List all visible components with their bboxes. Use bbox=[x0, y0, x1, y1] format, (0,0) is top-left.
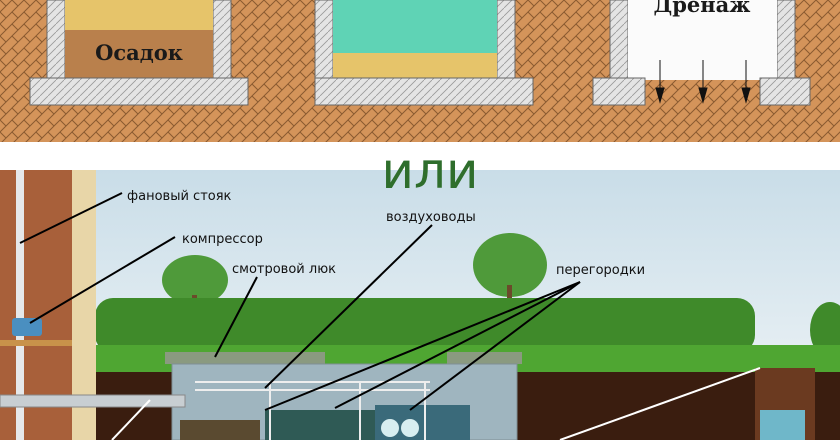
well-label-sediment: Осадок bbox=[95, 40, 183, 65]
label-compressor: компрессор bbox=[182, 232, 263, 247]
bottom-scene: фановый стояк компрессор смотровой люк в… bbox=[0, 170, 840, 440]
top-soil-section: Осадок Дренаж bbox=[0, 0, 840, 142]
well-drainage: Дренаж bbox=[592, 0, 811, 106]
drain-arrows bbox=[655, 60, 751, 104]
label-partitions: перегородки bbox=[556, 263, 645, 278]
well-water bbox=[314, 0, 534, 106]
label-air-ducts: воздуховоды bbox=[386, 210, 476, 225]
well-label-drainage: Дренаж bbox=[654, 0, 751, 17]
separator-or: или bbox=[382, 142, 479, 200]
label-inspection-hatch: смотровой люк bbox=[232, 262, 336, 277]
well-sediment: Осадок bbox=[29, 0, 249, 106]
label-vent-stack: фановый стояк bbox=[127, 189, 232, 204]
